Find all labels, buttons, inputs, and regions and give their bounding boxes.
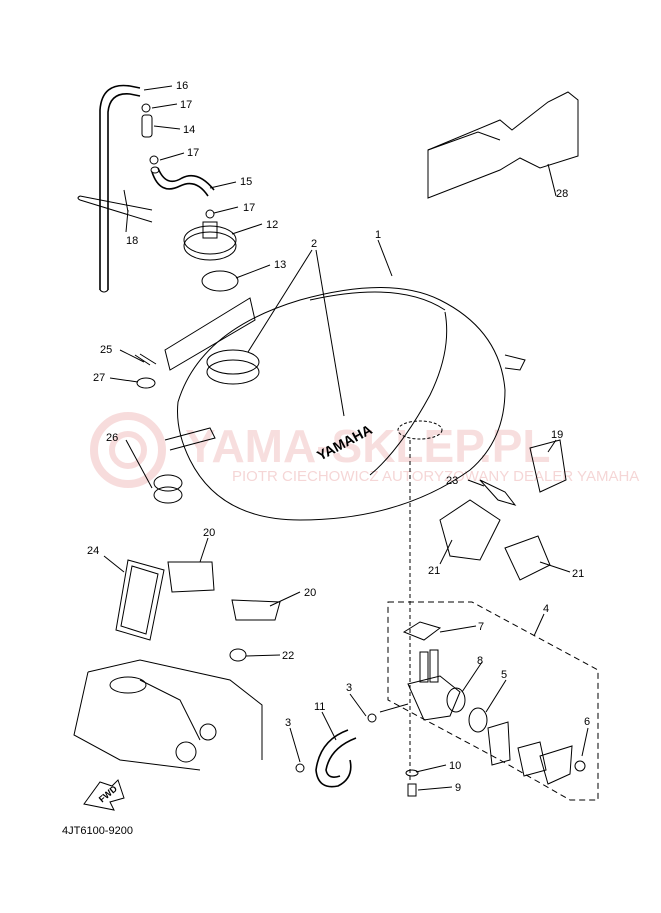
callout-13: 13 (274, 259, 286, 271)
callout-27: 27 (93, 372, 105, 384)
callout-18: 18 (126, 235, 138, 247)
callout-3-a: 3 (346, 682, 352, 694)
callout-3-b: 3 (285, 717, 291, 729)
callout-21-b: 21 (572, 568, 584, 580)
diagram-code: 4JT6100-9200 (62, 825, 133, 837)
callout-17-a: 17 (180, 99, 192, 111)
callout-24: 24 (87, 545, 99, 557)
callout-16: 16 (176, 80, 188, 92)
callout-4: 4 (543, 603, 549, 615)
callout-17-b: 17 (187, 147, 199, 159)
callout-28: 28 (556, 188, 568, 200)
damper-strips (115, 559, 281, 641)
leader-lines (103, 85, 589, 791)
fuel-hose-11 (295, 703, 409, 788)
callout-12: 12 (266, 219, 278, 231)
watermark-main-text: YAMA-SKLEP.PL (185, 420, 551, 472)
callout-25: 25 (100, 344, 112, 356)
callout-19: 19 (551, 429, 563, 441)
callout-7: 7 (478, 621, 484, 633)
callout-5: 5 (501, 669, 507, 681)
vent-hose-assembly (77, 84, 215, 293)
callout-6: 6 (584, 716, 590, 728)
callout-8: 8 (477, 655, 483, 667)
watermark-sub-text: PIOTR CIECHOWICZ AUTORYZOWANY DEALER YAM… (232, 468, 639, 485)
callout-2: 2 (311, 238, 317, 250)
frame-section (73, 648, 263, 771)
callout-14: 14 (183, 124, 195, 136)
callout-17-c: 17 (243, 202, 255, 214)
fwd-label: FWD (97, 783, 120, 804)
callout-21-a: 21 (428, 565, 440, 577)
fwd-arrow: FWD (83, 779, 125, 811)
fuel-tank: YAMAHA (164, 287, 526, 521)
callout-9: 9 (455, 782, 461, 794)
callout-20-a: 20 (203, 527, 215, 539)
watermark: YAMA-SKLEP.PL PIOTR CIECHOWICZ AUTORYZOW… (90, 412, 639, 488)
callout-26: 26 (106, 432, 118, 444)
grommet-26 (153, 474, 183, 504)
callout-1: 1 (375, 229, 381, 241)
damper-parts (439, 439, 567, 581)
tank-cap (183, 221, 239, 292)
callout-15: 15 (240, 176, 252, 188)
callout-labels: 16 17 14 17 15 17 18 12 13 2 1 28 25 27 … (62, 80, 590, 837)
callout-10: 10 (449, 760, 461, 772)
decal-strips (134, 297, 256, 389)
callout-20-b: 20 (304, 587, 316, 599)
callout-11: 11 (314, 701, 325, 713)
callout-22: 22 (282, 650, 294, 662)
hose-joint-14 (141, 114, 153, 138)
callout-23: 23 (446, 475, 458, 487)
block-28 (427, 91, 579, 199)
clips-17 (141, 103, 215, 219)
fuel-cock-assembly (387, 440, 599, 801)
cap-gasket-13 (201, 270, 239, 292)
